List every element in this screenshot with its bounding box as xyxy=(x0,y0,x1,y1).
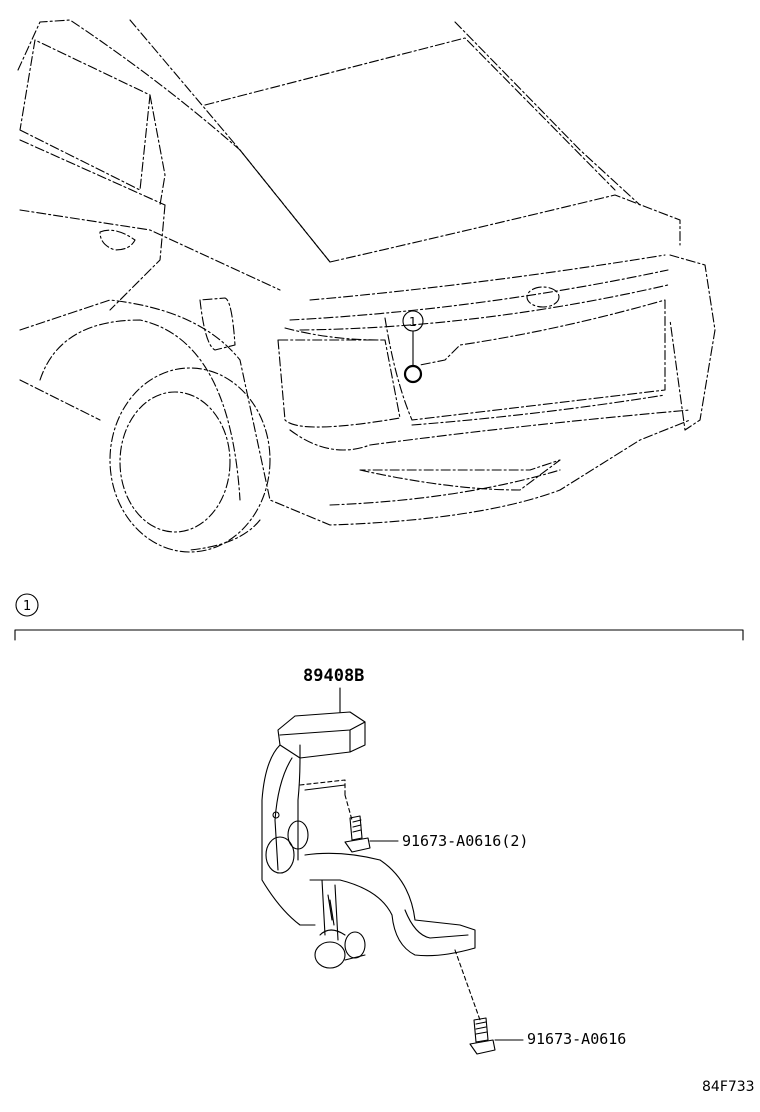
figure-code: 84F733 xyxy=(702,1079,755,1095)
section-callout-circle xyxy=(15,593,39,617)
height-sensor-bracket-icon xyxy=(261,711,481,1021)
part-number-bolt-upper: 91673-A0616(2) xyxy=(402,832,528,850)
bolt-icon-lower xyxy=(469,1017,496,1055)
section-bracket xyxy=(14,629,744,641)
section-callout-number: 1 xyxy=(23,599,31,614)
car-rear-view-icon xyxy=(17,19,716,553)
part-number-main: 89408B xyxy=(303,666,364,686)
bolt-icon xyxy=(344,815,371,853)
car-callout-number: 1 xyxy=(409,315,417,329)
part-number-bolt-lower: 91673-A0616 xyxy=(527,1030,626,1048)
